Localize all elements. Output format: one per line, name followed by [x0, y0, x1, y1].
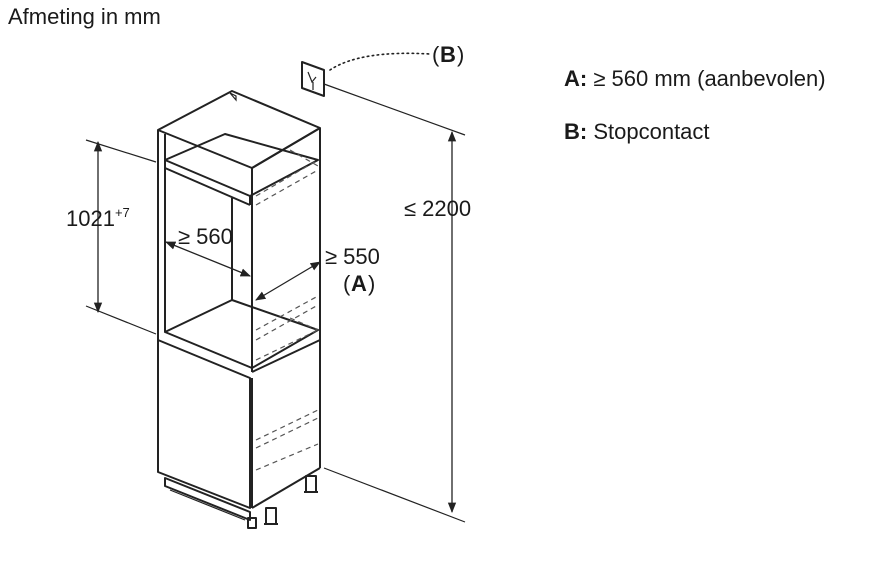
- socket-outlet-icon: [301, 61, 325, 97]
- niche-width-dimension: [165, 241, 251, 277]
- legend-key-b: B:: [564, 119, 588, 144]
- legend-item-b: B: Stopcontact: [564, 119, 710, 145]
- niche-depth-ref-close: ): [368, 271, 375, 296]
- niche-height-value: 1021: [66, 206, 115, 231]
- legend-item-a: A: ≥ 560 mm (aanbevolen): [564, 66, 826, 92]
- niche-width-label: ≥ 560: [178, 224, 233, 249]
- socket-ref-close: ): [457, 42, 464, 67]
- socket-ref-open: (: [432, 42, 440, 67]
- niche-height-dimension: [85, 139, 157, 335]
- niche-depth-dimension: [255, 261, 321, 301]
- height-dimension: [323, 83, 466, 523]
- niche-depth-ref-open: (: [343, 271, 351, 296]
- socket-ref-label: B: [440, 42, 456, 67]
- socket-leader-line: [329, 52, 431, 71]
- niche-depth-label: ≥ 550: [325, 244, 380, 269]
- legend-text-b: Stopcontact: [593, 119, 710, 144]
- legend-text-a: ≥ 560 mm (aanbevolen): [593, 66, 826, 91]
- legend-key-a: A:: [564, 66, 588, 91]
- niche-depth-ref-label: A: [351, 271, 367, 296]
- niche-height-label: 1021+7: [66, 205, 130, 231]
- height-total-label: ≤ 2200: [404, 196, 471, 221]
- diagram-title: Afmeting in mm: [8, 4, 161, 29]
- tall-cabinet: [157, 90, 321, 529]
- niche-height-tolerance: +7: [115, 205, 130, 220]
